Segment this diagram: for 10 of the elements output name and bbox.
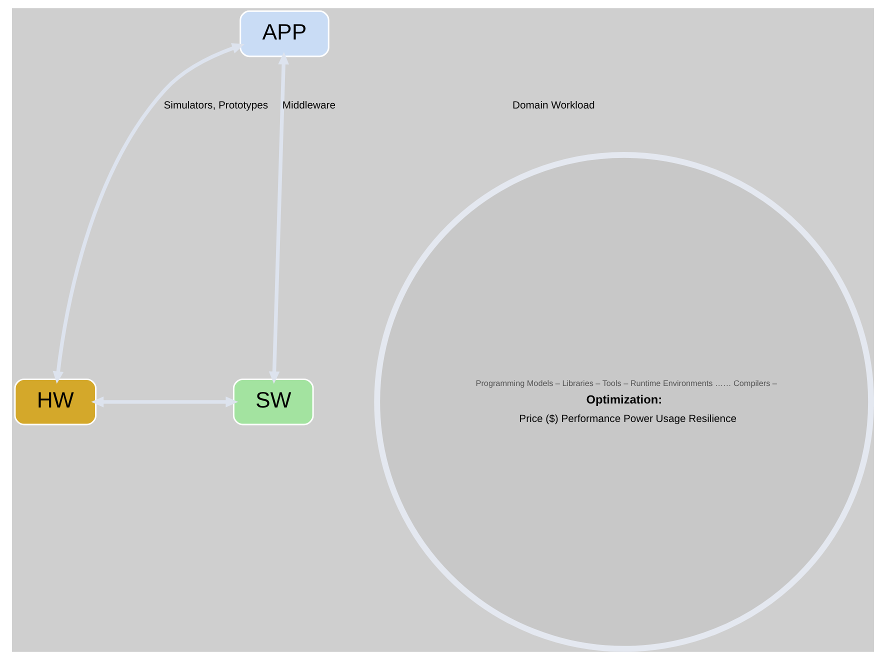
arrow [268,52,288,384]
arrow [52,43,244,384]
node-box: APP [239,10,329,58]
label: Domain Workload [512,100,594,112]
edge-label: Simulators, Prototypes [163,100,268,112]
node-circle: Programming Models – Libraries – Tools – Runtime Environments …… Compilers – Optimization: Price ($) Performance Power Usage Resilience [374,152,874,652]
node-box: HW [14,378,96,426]
node-box: SW [232,378,314,426]
edge-label: Middleware [282,100,335,112]
arrow [90,396,238,408]
